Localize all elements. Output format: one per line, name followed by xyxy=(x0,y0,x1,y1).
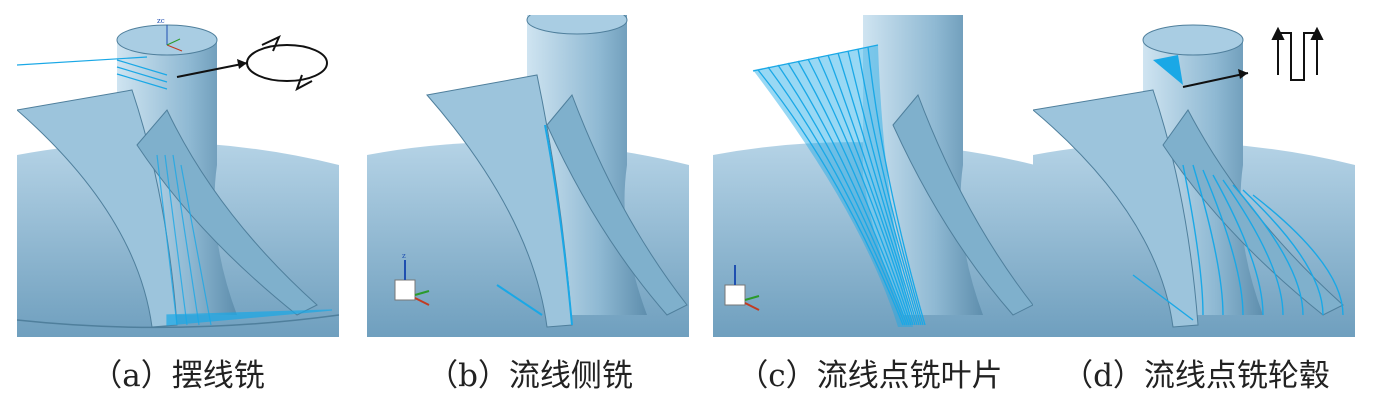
toolpath-streamline-blade xyxy=(752,44,926,326)
blade-right xyxy=(136,109,318,316)
svg-text:zc: zc xyxy=(157,17,165,25)
caption-a: （a）摆线铣 xyxy=(91,358,265,394)
coordinate-triad-icon: zc xyxy=(157,17,183,52)
caption-d: （d）流线点铣轮毂 xyxy=(1062,358,1330,394)
panel-a: zc xyxy=(17,15,339,337)
caption-b: （b）流线侧铣 xyxy=(427,358,633,394)
panel-c xyxy=(713,15,1035,337)
rotation-arrows-icon xyxy=(246,34,328,92)
panel-d xyxy=(1033,15,1355,337)
caption-c: （c）流线点铣叶片 xyxy=(737,358,1003,394)
zigzag-arrows-icon xyxy=(1271,26,1324,81)
toolpath-streamline-hub xyxy=(1132,164,1344,321)
toolpath-flank xyxy=(544,124,573,326)
pointer-arrow xyxy=(176,62,248,78)
impeller-model-b: z xyxy=(367,15,689,337)
pointer-arrow xyxy=(1182,72,1249,88)
impeller-model-a: zc xyxy=(17,17,339,337)
blade-left xyxy=(426,74,573,328)
panel-b: z xyxy=(367,15,689,337)
svg-text:z: z xyxy=(402,252,406,260)
blade-right xyxy=(546,94,688,316)
coordinate-triad-icon: z xyxy=(394,252,430,306)
impeller-model-d xyxy=(1033,24,1355,337)
coordinate-triad-icon xyxy=(724,265,760,311)
toolpath-trochoidal xyxy=(17,56,333,326)
impeller-model-c xyxy=(713,15,1035,337)
